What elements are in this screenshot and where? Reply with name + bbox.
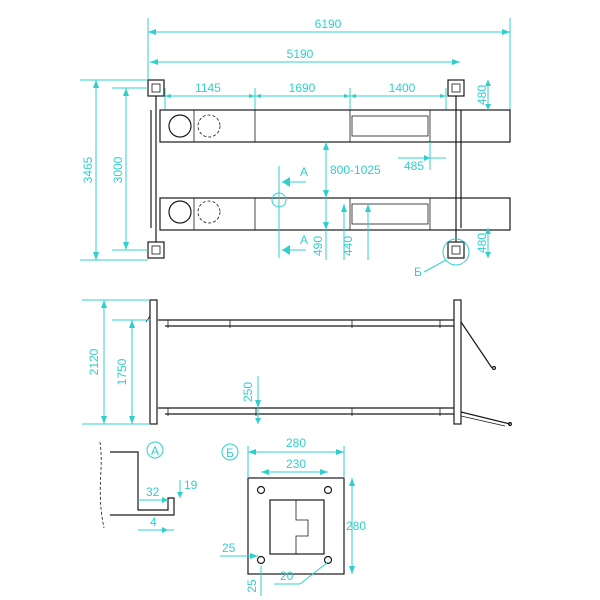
dim-detail-b-hole-x: 25 <box>222 541 236 555</box>
post-bottom-left <box>147 241 165 259</box>
side-view: 2120 1750 250 <box>82 299 513 427</box>
dim-overall-width: 3465 <box>81 156 95 183</box>
section-marker-a: A A <box>271 165 308 258</box>
dim-seg-1: 1145 <box>195 81 221 95</box>
dim-offset: 485 <box>404 159 424 173</box>
top-view: 6190 5190 1145 1690 1400 <box>80 17 511 279</box>
detail-b: Б 280 230 280 25 25 20 <box>220 436 366 596</box>
detail-a: A 32 19 4 <box>99 441 198 533</box>
dim-insert-width: 440 <box>341 236 355 256</box>
runway-upper <box>159 109 511 143</box>
dim-total-height: 2120 <box>87 348 101 375</box>
runway-lower <box>159 197 511 231</box>
post-bottom-right <box>447 241 465 259</box>
dim-detail-a-4: 4 <box>150 515 157 529</box>
detail-b-label: Б <box>226 446 234 460</box>
dim-min-height: 250 <box>241 382 255 402</box>
dim-post-spacing: 3000 <box>111 156 125 183</box>
section-label-upper: A <box>300 165 308 179</box>
dim-detail-b-hole-y: 25 <box>245 579 259 593</box>
dim-post-depth-top: 480 <box>475 85 489 105</box>
dim-detail-a-19: 19 <box>184 478 198 492</box>
dim-detail-a-32: 32 <box>146 485 160 499</box>
dim-lift-height: 1750 <box>115 358 129 385</box>
dim-detail-b-inner: 230 <box>286 457 306 471</box>
dim-seg-2: 1690 <box>289 81 316 95</box>
section-label-lower: A <box>300 233 308 247</box>
dim-detail-b-hole-dia: 20 <box>280 569 294 583</box>
dim-runway-width: 490 <box>311 236 325 256</box>
post-top-right <box>447 79 465 97</box>
dim-detail-b-outer: 280 <box>286 436 306 450</box>
dim-seg-3: 1400 <box>389 81 416 95</box>
post-top-left <box>147 79 165 97</box>
dim-post-depth-bottom: 480 <box>475 233 489 253</box>
dim-overall-length: 6190 <box>315 17 342 31</box>
detail-a-label: A <box>151 444 159 458</box>
dim-inner-length: 5190 <box>287 47 314 61</box>
dim-track-gap: 800-1025 <box>330 163 381 177</box>
dim-detail-b-height: 280 <box>346 519 366 533</box>
detail-ref-b: Б <box>414 265 422 279</box>
